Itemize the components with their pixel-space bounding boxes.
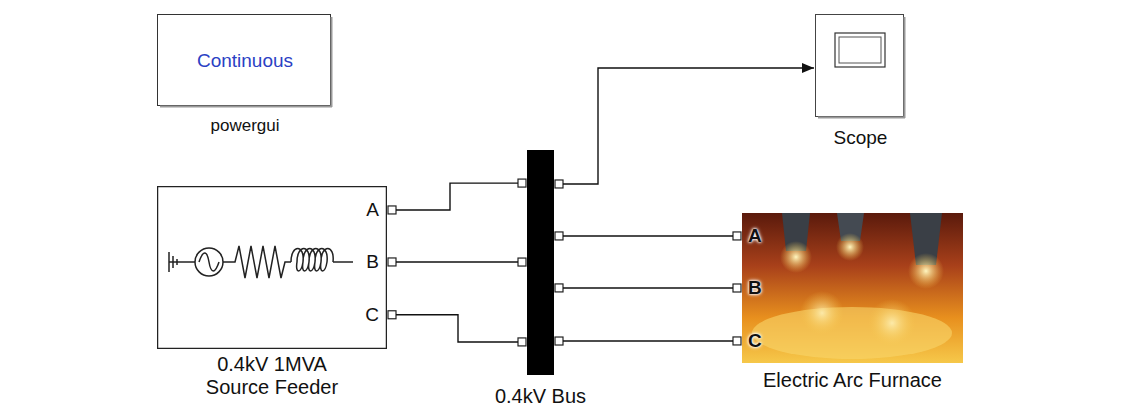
- port-label: C: [365, 304, 379, 326]
- port-label: C: [748, 330, 762, 352]
- port-label: A: [366, 199, 379, 220]
- block-label: powergui: [211, 116, 280, 135]
- block-label: Electric Arc Furnace: [763, 369, 942, 392]
- port-label: B: [366, 251, 379, 272]
- port-square: [518, 179, 526, 187]
- power-wire: [563, 340, 733, 341]
- block-label: 0.4kV 1MVA Source Feeder: [206, 353, 338, 398]
- port-square: [555, 232, 563, 240]
- port-square: [733, 284, 741, 292]
- port-label: B: [748, 277, 762, 298]
- port-square: [555, 337, 563, 345]
- source-block: ABC0.4kV 1MVA Source Feeder: [157, 186, 387, 349]
- port-label: A: [748, 225, 762, 246]
- port-square: [388, 258, 396, 266]
- port-square: [733, 232, 741, 240]
- block-label: 0.4kV Bus: [495, 385, 586, 408]
- port-label: C: [365, 304, 379, 325]
- bus-bar: 0.4kV Bus: [527, 150, 554, 375]
- scope-symbol: [815, 14, 906, 119]
- port-label: C: [748, 330, 762, 351]
- block-label: 0.4kV Bus: [495, 385, 586, 407]
- solver-mode: Continuous: [197, 50, 293, 71]
- power-wire: [396, 315, 518, 342]
- port-label: B: [366, 251, 379, 273]
- port-square: [388, 311, 396, 319]
- block-label: 0.4kV 1MVA Source Feeder: [187, 353, 357, 399]
- solver-mode: Continuous: [197, 50, 293, 72]
- source-symbol: [157, 186, 387, 349]
- furnace-picture: [742, 213, 963, 363]
- power-wire: [563, 235, 733, 236]
- power-wire: [396, 261, 518, 262]
- port-square: [733, 337, 741, 345]
- powergui-block: Continuouspowergui: [157, 14, 333, 108]
- port-label: A: [748, 225, 762, 247]
- block-label: Electric Arc Furnace: [763, 369, 942, 391]
- port-label: B: [748, 277, 762, 299]
- power-wire: [563, 287, 733, 288]
- port-square: [388, 206, 396, 214]
- block-label: Scope: [834, 127, 888, 149]
- scope-block: Scope: [815, 14, 906, 119]
- port-square: [518, 258, 526, 266]
- power-wire: [396, 183, 518, 210]
- port-square: [555, 284, 563, 292]
- signal-arrow: [563, 68, 814, 184]
- port-square: [555, 180, 563, 188]
- furnace-block: ABCElectric Arc Furnace: [742, 213, 963, 363]
- port-square: [518, 338, 526, 346]
- port-label: A: [366, 199, 379, 221]
- block-label: powergui: [211, 116, 280, 136]
- block-label: Scope: [834, 127, 888, 148]
